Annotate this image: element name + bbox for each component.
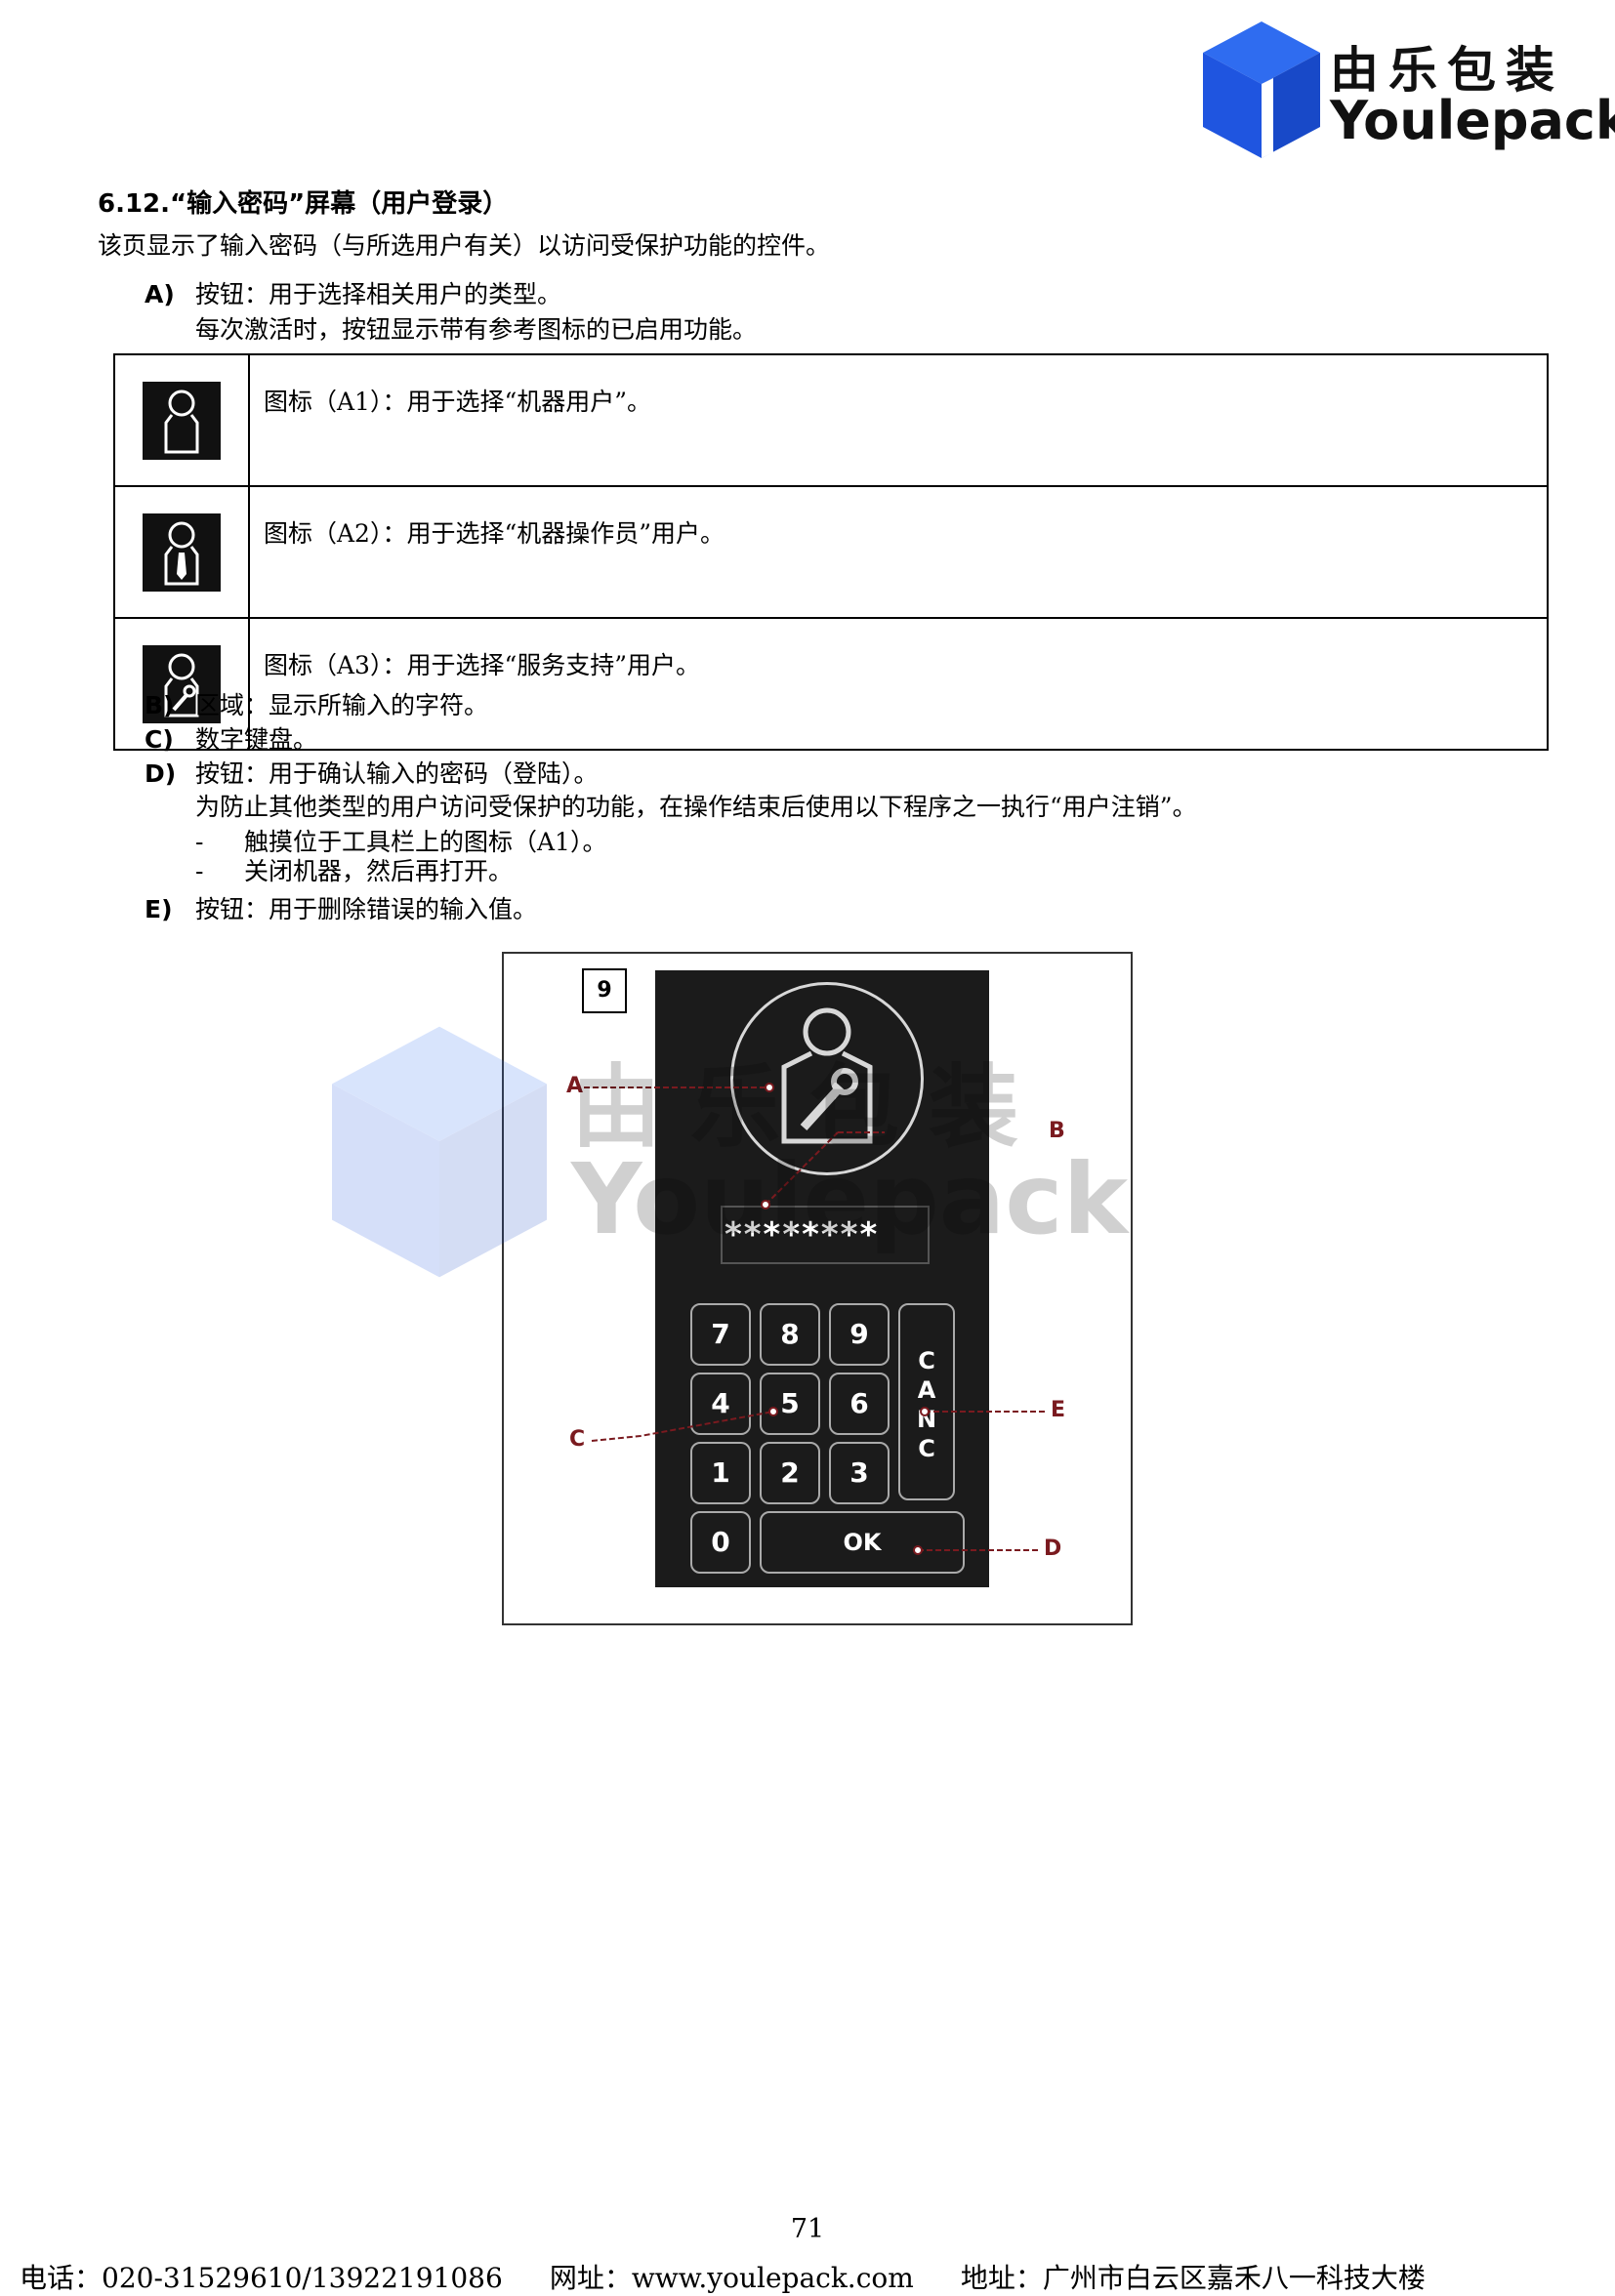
service-support-icon: [781, 1007, 873, 1144]
item-c-text: 数字键盘。: [195, 725, 318, 754]
machine-user-icon: [143, 381, 221, 460]
user-icon-table: 图标（A1）：用于选择“机器用户”。 图标（A2）：用于选择“机器操作员”用户。…: [113, 353, 1549, 751]
key-1[interactable]: 1: [690, 1442, 751, 1504]
callout-label-c: C: [569, 1427, 586, 1452]
ok-button[interactable]: OK: [760, 1511, 965, 1574]
cancel-letter: C: [918, 1347, 935, 1374]
logo-english-name: Youlepack: [1330, 90, 1615, 151]
key-6[interactable]: 6: [829, 1373, 890, 1435]
key-7[interactable]: 7: [690, 1303, 751, 1366]
key-5[interactable]: 5: [760, 1373, 820, 1435]
item-b-label: B): [145, 691, 175, 719]
icon-description: 图标（A3）：用于选择“服务支持”用户。: [248, 617, 1549, 751]
item-c: C) 数字键盘。: [145, 720, 317, 756]
password-mask: ********: [725, 1215, 880, 1254]
logo-chinese-name: 由乐包装: [1330, 42, 1564, 99]
key-9[interactable]: 9: [829, 1303, 890, 1366]
section-heading: 6.12.“输入密码”屏幕（用户登录）: [98, 189, 509, 219]
password-field[interactable]: ********: [721, 1206, 930, 1264]
item-b-text: 区域：显示所输入的字符。: [195, 691, 489, 719]
cube-logo-icon: [1203, 21, 1320, 158]
key-2[interactable]: 2: [760, 1442, 820, 1504]
bullet-dash: -: [195, 857, 204, 885]
footer-website: 网址：www.youlepack.com: [549, 2262, 914, 2294]
footer-phone: 电话：020-31529610/13922191086: [20, 2262, 503, 2294]
item-e: E) 按钮：用于删除错误的输入值。: [145, 890, 537, 925]
bullet-dash: -: [195, 828, 204, 856]
callout-label-a: A: [566, 1074, 584, 1098]
footer-address: 地址：广州市白云区嘉禾八一科技大楼: [960, 2262, 1426, 2294]
page-number: 71: [790, 2214, 825, 2244]
table-row: 图标（A2）：用于选择“机器操作员”用户。: [113, 485, 1549, 619]
login-screen-device: ******** 7 8 9 4 5 6 1 2 3 0 C A N C OK: [655, 970, 989, 1587]
machine-operator-icon: [143, 512, 221, 592]
table-row: 图标（A1）：用于选择“机器用户”。: [113, 353, 1549, 487]
cancel-button[interactable]: C A N C: [898, 1303, 955, 1500]
item-d-label: D): [145, 759, 177, 788]
key-3[interactable]: 3: [829, 1442, 890, 1504]
item-c-label: C): [145, 725, 174, 754]
list-item: - 关闭机器，然后再打开。: [195, 852, 513, 887]
icon-description: 图标（A2）：用于选择“机器操作员”用户。: [248, 485, 1549, 619]
bullet-text: 关闭机器，然后再打开。: [244, 857, 514, 885]
key-8[interactable]: 8: [760, 1303, 820, 1366]
item-a-sub: 每次激活时，按钮显示带有参考图标的已启用功能。: [195, 315, 758, 344]
bullet-text: 触摸位于工具栏上的图标（A1）。: [244, 828, 607, 856]
item-a: A) 按钮：用于选择相关用户的类型。: [145, 275, 561, 310]
item-a-text: 按钮：用于选择相关用户的类型。: [195, 280, 562, 308]
key-4[interactable]: 4: [690, 1373, 751, 1435]
service-support-icon: [143, 644, 221, 723]
icon-cell: [113, 617, 250, 751]
icon-description: 图标（A1）：用于选择“机器用户”。: [248, 353, 1549, 487]
figure-number: 9: [582, 968, 627, 1013]
item-e-label: E): [145, 895, 173, 923]
item-e-text: 按钮：用于删除错误的输入值。: [195, 895, 538, 923]
item-d-sub: 为防止其他类型的用户访问受保护的功能，在操作结束后使用以下程序之一执行“用户注销…: [195, 793, 1197, 821]
callout-lines: [584, 1083, 1047, 1555]
item-d-text: 按钮：用于确认输入的密码（登陆）。: [195, 759, 599, 788]
company-logo: 由乐包装 Youlepack: [1203, 21, 1615, 158]
user-type-button[interactable]: [730, 982, 924, 1175]
login-screen-figure: 9 ******** 7 8 9 4 5 6 1 2 3 0 C A N C O…: [502, 952, 1133, 1625]
callout-label-b: B: [1049, 1119, 1065, 1143]
item-a-label: A): [145, 280, 175, 308]
item-d: D) 按钮：用于确认输入的密码（登陆）。: [145, 755, 599, 790]
list-item: - 触摸位于工具栏上的图标（A1）。: [195, 823, 606, 858]
icon-cell: [113, 485, 250, 619]
section-intro: 该页显示了输入密码（与所选用户有关）以访问受保护功能的控件。: [98, 231, 831, 260]
item-b: B) 区域：显示所输入的字符。: [145, 686, 488, 721]
callout-label-e: E: [1051, 1398, 1066, 1422]
key-0[interactable]: 0: [690, 1511, 751, 1574]
table-row: 图标（A3）：用于选择“服务支持”用户。: [113, 617, 1549, 751]
page-footer: 电话：020-31529610/13922191086 网址：www.youlep…: [20, 2257, 1472, 2296]
icon-cell: [113, 353, 250, 487]
callout-label-d: D: [1044, 1537, 1062, 1561]
cancel-letter: C: [918, 1435, 935, 1462]
cancel-letter: A: [917, 1376, 936, 1404]
